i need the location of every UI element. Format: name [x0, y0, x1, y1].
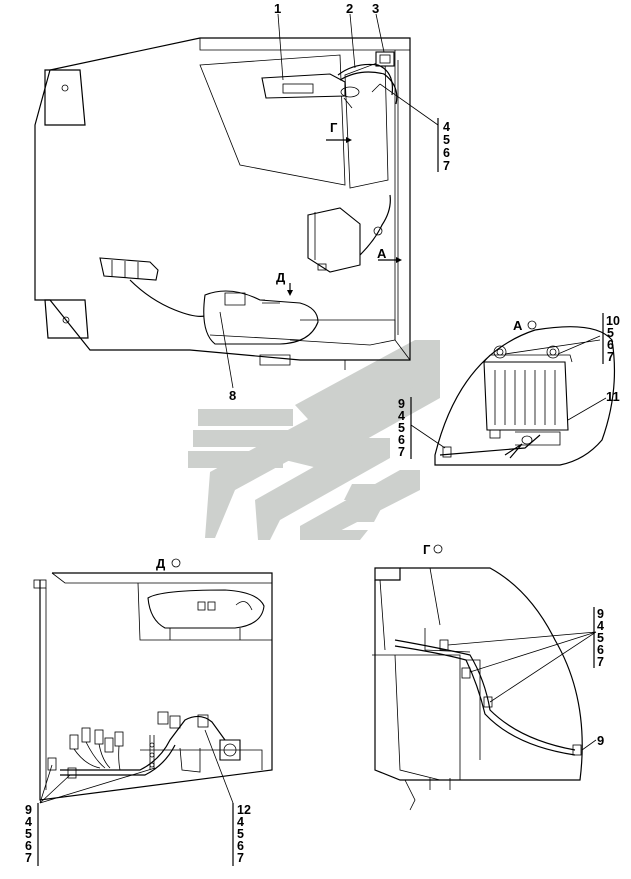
callout-stack-d-left: 9 4 5 6 7: [25, 803, 39, 866]
stack-item: 9: [597, 607, 604, 621]
callout-stack-a-left: 9 4 5 6 7: [398, 397, 412, 459]
callout-stack-top: 4 5 6 7: [437, 118, 450, 173]
stack-item: 7: [597, 655, 604, 669]
stack-item: 4: [25, 815, 32, 829]
stack-item: 6: [607, 338, 614, 352]
stack-item: 6: [597, 643, 604, 657]
callout-8: 8: [229, 388, 236, 403]
stack-item: 12: [237, 803, 251, 817]
stack-item: 4: [443, 120, 450, 134]
stack-item: 5: [25, 827, 32, 841]
view-mark-a: А: [377, 246, 387, 261]
view-d-title: Д: [156, 556, 166, 571]
stack-item: 5: [607, 326, 614, 340]
view-g-title: Г: [423, 542, 431, 557]
view-mark-g: Г: [330, 120, 338, 135]
stack-item: 6: [25, 839, 32, 853]
view-mark-d: Д: [276, 270, 286, 285]
stack-item: 6: [398, 433, 405, 447]
stack-item: 6: [237, 839, 244, 853]
callout-3: 3: [372, 1, 379, 16]
callout-2: 2: [346, 1, 353, 16]
stack-item: 5: [443, 133, 450, 147]
stack-item: 5: [597, 631, 604, 645]
view-a-mark-icon: [527, 320, 537, 330]
stack-item: 7: [443, 159, 450, 173]
stack-item: 4: [597, 619, 604, 633]
callout-stack-d-right: 12 4 5 6 7: [232, 803, 251, 866]
stack-item: 10: [606, 314, 620, 328]
view-a-detail: [410, 326, 616, 466]
view-g-mark-icon: [433, 544, 443, 554]
view-g-detail: [372, 567, 597, 811]
callout-stack-g: 9 4 5 6 7: [593, 607, 604, 669]
stack-item: 5: [237, 827, 244, 841]
stack-item: 4: [237, 815, 244, 829]
callout-9: 9: [597, 733, 604, 748]
callout-1: 1: [274, 1, 281, 16]
stack-item: 9: [25, 803, 32, 817]
stack-item: 4: [398, 409, 405, 423]
stack-item: 7: [25, 851, 32, 865]
view-d-mark-icon: [171, 558, 181, 568]
stack-item: 5: [398, 421, 405, 435]
stack-item: 7: [607, 350, 614, 364]
callout-stack-a-right: 10 5 6 7: [602, 313, 620, 364]
stack-item: 7: [398, 445, 405, 459]
stack-item: 9: [398, 397, 405, 411]
watermark-logo: [188, 340, 440, 540]
stack-item: 7: [237, 851, 244, 865]
stack-item: 6: [443, 146, 450, 160]
callout-11: 11: [606, 389, 620, 404]
view-a-title: А: [513, 318, 523, 333]
view-d-detail: [33, 572, 273, 804]
main-assembly-view: [34, 13, 439, 389]
